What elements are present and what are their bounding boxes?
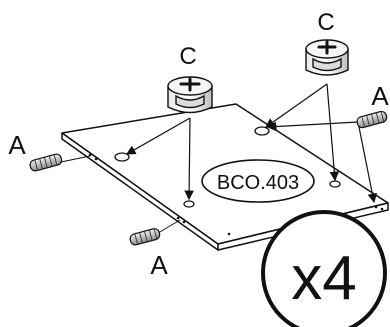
cam-hole-right (254, 126, 270, 136)
part-code-badge (201, 159, 315, 203)
pin-hole-left (183, 200, 195, 208)
dowel-left-label: A (8, 130, 26, 160)
dowel-right-icon (356, 110, 388, 129)
quantity-badge (261, 210, 387, 327)
cam-lock-right-label: C (317, 9, 334, 36)
part-code-text: BCO.403 (217, 172, 299, 194)
arrows-dowel-right (266, 121, 378, 204)
cam-hole-left (114, 152, 130, 162)
cam-lock-left-icon (167, 76, 213, 114)
pin-hole-right (329, 180, 341, 188)
quantity-text: x4 (291, 244, 356, 313)
dowel-bottom-icon (129, 228, 161, 246)
cam-lock-left-label: C (179, 43, 196, 70)
dowel-left-line (60, 155, 91, 163)
dowel-right-label: A (371, 81, 389, 111)
arrows-cam-right (265, 83, 340, 182)
cam-lock-right-icon (305, 39, 349, 76)
arrows-cam-left (125, 117, 194, 201)
edge-dowel-holes (88, 153, 384, 236)
dowel-bottom-label: A (150, 250, 168, 280)
dowel-left-icon (29, 153, 63, 172)
